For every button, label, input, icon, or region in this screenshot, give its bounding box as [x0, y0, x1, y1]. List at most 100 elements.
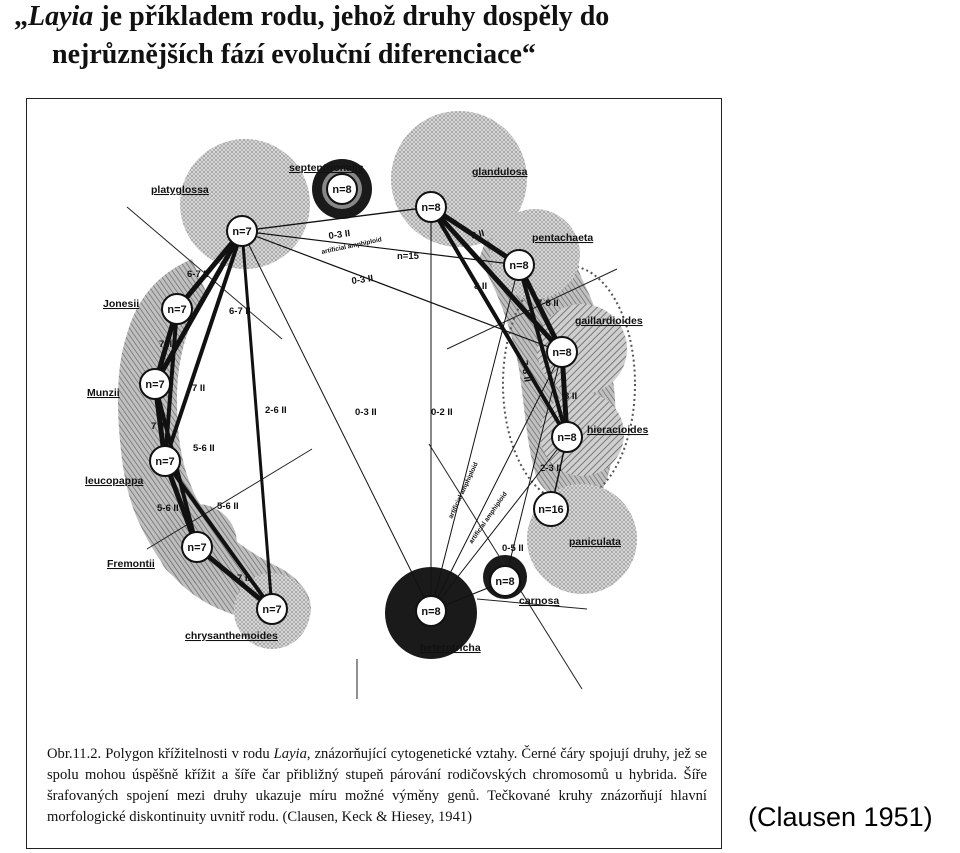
- node-circle: [533, 491, 569, 527]
- chromosome-number: n=16: [538, 504, 563, 516]
- edge-label-e8: 5-6 II: [217, 501, 239, 512]
- title-line-1-rest: je příkladem rodu, jehož druhy dospěly d…: [93, 1, 610, 32]
- species-label: hieracioides: [587, 424, 648, 436]
- edge-platyglossa-pentachaeta: [241, 230, 520, 266]
- species-label: Munzii: [87, 387, 120, 399]
- chromosome-number: n=7: [262, 604, 281, 616]
- node-circle: [326, 173, 358, 205]
- chromosome-number: n=8: [509, 260, 528, 272]
- edge-gaillardioides-carnosa: [504, 351, 563, 582]
- species-label: septentrionalis: [289, 162, 364, 174]
- species-node-chrysanthemoides: n=7 chrysanthemoides: [185, 593, 288, 642]
- edge-platyglossa-leucopappa: [163, 229, 244, 463]
- node-circle: [256, 593, 288, 625]
- species-node-septentrionalis: n=8 septentrionalis: [289, 162, 364, 205]
- species-label: Jonesii: [103, 298, 139, 310]
- crossability-diagram: n=7platyglossan=7Jonesiin=7Munziin=7leuc…: [85, 111, 648, 699]
- edge-label-e14: 0-2 II: [431, 407, 453, 418]
- node-circle: [415, 595, 447, 627]
- edge-label-e7: 5-6 II: [157, 503, 179, 514]
- gaillardioides-region: [537, 304, 627, 394]
- species-node-heterotricha: n=8 heterotricha: [415, 595, 481, 654]
- edge-pentachaeta-hieracioides: [517, 263, 569, 439]
- edge-label-e5: 7 II: [151, 421, 164, 432]
- chromosome-number: n=7: [187, 542, 206, 554]
- species-label: glandulosa: [472, 166, 528, 178]
- edge-glandulosa-hieracioides: [429, 205, 569, 439]
- node-circle: [546, 336, 578, 368]
- chromosome-number: n=8: [557, 432, 576, 444]
- caption-body: , znázorňující cytogenetické vztahy. Čer…: [47, 745, 707, 825]
- chromosome-number: n=8: [421, 202, 440, 214]
- edge-label-e2: 6-7 II: [229, 306, 251, 317]
- edge-label-e6: 5-6 II: [193, 443, 215, 454]
- edge-label-e13: 0-3 II: [355, 407, 377, 418]
- edge-label-e11: 0-3 II: [328, 228, 351, 242]
- edge-label-e10: 2-6 II: [265, 405, 287, 416]
- chromosome-number: n=8: [332, 184, 351, 196]
- edge-glandulosa-pentachaeta: [428, 204, 522, 268]
- edge-label-e9: 7 II: [237, 573, 250, 584]
- edge-label-e24: artificial amphiploid: [447, 461, 479, 520]
- edge-platyglossa-jonesii: [174, 228, 245, 312]
- node-circle: [161, 293, 193, 325]
- edge-label-e22: n=15: [397, 251, 420, 262]
- edge-label-e1: 6-7 II: [187, 269, 209, 280]
- edge-platyglossa-glandulosa: [241, 206, 432, 232]
- chromosome-number: n=8: [421, 606, 440, 618]
- title-open-quote: „: [14, 1, 28, 32]
- node-circle: [503, 249, 535, 281]
- edge-platyglossa-heterotricha: [241, 230, 432, 612]
- species-label: pentachaeta: [532, 232, 593, 244]
- slide-title: „Layia je příkladem rodu, jehož druhy do…: [14, 0, 734, 74]
- species-node-leucopappa: n=7 leucopappa: [85, 445, 181, 487]
- species-label: paniculata: [569, 536, 621, 548]
- edge-label-e16: 8 II: [474, 281, 487, 292]
- citation: (Clausen 1951): [748, 802, 933, 832]
- chromosome-number: n=8: [495, 576, 514, 588]
- chromosome-number: n=7: [155, 456, 174, 468]
- edge-label-e21: 0-5 II: [502, 543, 524, 554]
- species-label: carnosa: [519, 595, 559, 607]
- edge-fremontii-chrysanthemoides: [194, 544, 275, 612]
- node-circle: [139, 368, 171, 400]
- chromosome-number: n=7: [145, 379, 164, 391]
- species-label: heterotricha: [420, 642, 481, 654]
- species-label: platyglossa: [151, 184, 209, 196]
- species-node-glandulosa: n=8 glandulosa: [415, 166, 528, 223]
- edge-platyglossa-munzii: [152, 228, 245, 387]
- edge-label-e12: 0-3 II: [351, 273, 374, 287]
- species-label: leucopappa: [85, 475, 144, 487]
- edge-label-e4: 7 II: [192, 383, 205, 394]
- platyglossa-region: [180, 139, 310, 269]
- species-label: Fremontii: [107, 558, 155, 570]
- caption-prefix: Obr.11.2. Polygon křížitelnosti v rodu: [47, 745, 274, 762]
- edge-label-e15: 8 II: [470, 228, 486, 242]
- edge-glandulosa-gaillardioides: [428, 204, 565, 355]
- figure-caption: Obr.11.2. Polygon křížitelnosti v rodu L…: [47, 744, 707, 828]
- edge-platyglossa-chrysanthemoides: [240, 229, 274, 611]
- edge-label-e3: 7 II: [159, 339, 172, 350]
- chromosome-number: n=7: [167, 304, 186, 316]
- slide-title-line-2: nejrůznějších fází evoluční diferenciace…: [52, 39, 536, 70]
- edge-gaillardioides-heterotricha: [430, 351, 563, 612]
- species-node-carnosa: n=8 carnosa: [489, 565, 559, 607]
- slide-title-line-1: „Layia je příkladem rodu, jehož druhy do…: [14, 0, 734, 36]
- species-label: chrysanthemoides: [185, 630, 278, 642]
- species-node-hieracioides: n=8 hieracioides: [551, 421, 648, 453]
- node-circle: [415, 191, 447, 223]
- species-node-jonesii: n=7 Jonesii: [103, 293, 193, 325]
- caption-genus: Layia: [273, 745, 307, 762]
- edge-leucopappa-chrysanthemoides: [163, 459, 274, 611]
- node-circle: [149, 445, 181, 477]
- species-node-pentachaeta: n=8 pentachaeta: [503, 232, 593, 281]
- species-nodes: n=7platyglossan=7Jonesiin=7Munziin=7leuc…: [85, 162, 648, 654]
- species-label: gaillardioides: [575, 315, 643, 327]
- species-node-paniculata: n=16 paniculata: [533, 491, 621, 548]
- species-node-platyglossa: n=7 platyglossa: [151, 184, 258, 247]
- node-circle: [226, 215, 258, 247]
- chromosome-number: n=7: [232, 226, 251, 238]
